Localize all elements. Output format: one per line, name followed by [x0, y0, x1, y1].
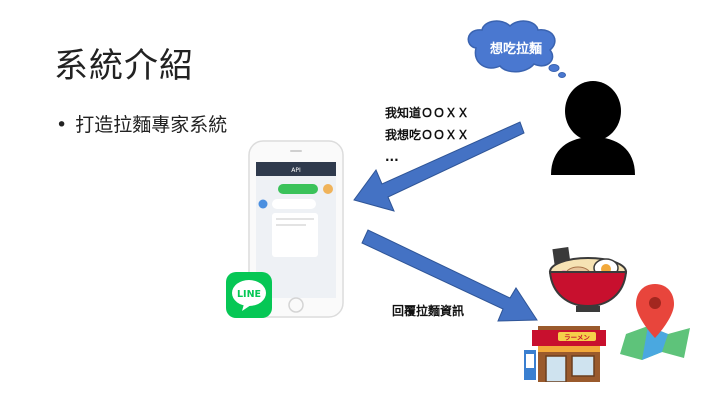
request-line: 我知道ＯＯＸＸ	[385, 106, 470, 120]
response-arrow	[361, 229, 538, 322]
request-arrow	[353, 121, 525, 212]
phone-chat-icon: API	[248, 140, 344, 318]
map-pin-icon	[620, 284, 690, 360]
line-logo-icon: LINE	[226, 272, 272, 318]
phone-header-text: API	[291, 167, 301, 174]
user-silhouette-icon	[551, 81, 635, 175]
bullet-text: 打造拉麵專家系統	[75, 114, 228, 136]
ramen-shop-icon: ラーメン	[524, 326, 606, 382]
shop-sign-text: ラーメン	[564, 334, 590, 342]
thought-bubble-icon	[467, 20, 566, 78]
slide-title: 系統介紹	[54, 46, 194, 86]
thought-bubble-text: 想吃拉麵	[489, 42, 542, 57]
ramen-bowl-icon	[548, 247, 628, 312]
request-line: 我想吃ＯＯＸＸ	[385, 128, 470, 142]
bullet-item: • 打造拉麵專家系統	[56, 110, 227, 137]
request-text: 我知道ＯＯＸＸ 我想吃ＯＯＸＸ ...	[385, 102, 469, 168]
bullet-dot: •	[56, 114, 68, 136]
request-line: ...	[385, 150, 399, 164]
line-logo-text: LINE	[237, 289, 261, 300]
response-label: 回覆拉麵資訊	[392, 304, 465, 318]
